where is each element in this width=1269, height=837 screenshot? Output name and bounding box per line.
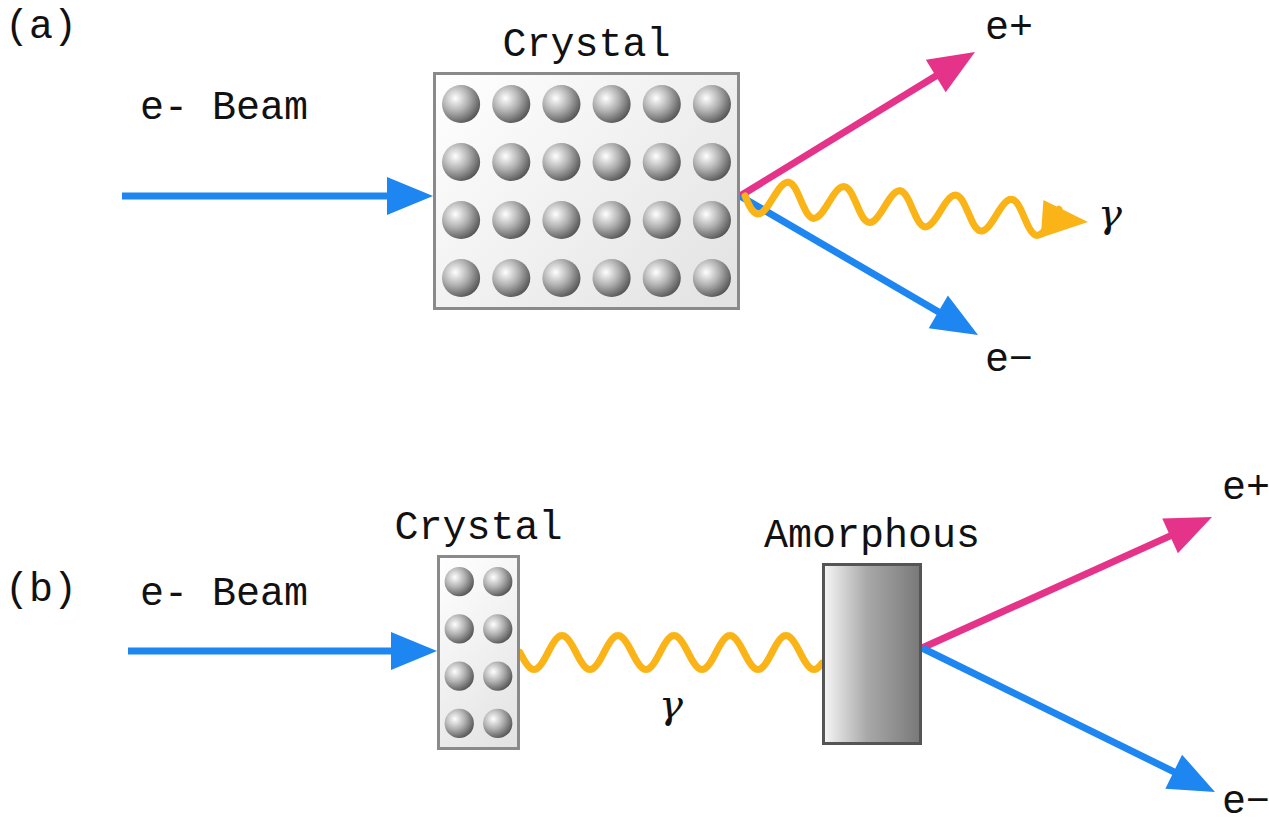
arrow-head xyxy=(926,52,975,92)
atom xyxy=(693,259,731,297)
crystal-lattice xyxy=(436,75,737,307)
edge-label: γ xyxy=(656,681,686,727)
particle-arrow xyxy=(922,648,1176,773)
atom xyxy=(593,85,631,123)
atom xyxy=(542,143,580,181)
particle-label: e- Beam xyxy=(140,86,308,132)
arrow-head xyxy=(929,295,978,335)
atom xyxy=(445,709,474,738)
particle-label: (b) xyxy=(5,568,77,614)
atom xyxy=(483,567,512,596)
atom xyxy=(693,201,731,239)
atom xyxy=(445,567,474,596)
atom xyxy=(492,143,530,181)
particle-label: e+ xyxy=(985,6,1033,52)
atom xyxy=(693,85,731,123)
atom xyxy=(445,614,474,643)
particle-label: (a) xyxy=(5,5,77,51)
atom xyxy=(492,201,530,239)
atom xyxy=(442,201,480,239)
atom xyxy=(492,259,530,297)
atom xyxy=(483,661,512,690)
atom xyxy=(483,614,512,643)
node-heading: Crystal xyxy=(502,23,670,69)
photon-wave xyxy=(520,636,822,670)
particle-label: e− xyxy=(1222,780,1269,826)
particle-label: γ xyxy=(1098,190,1122,236)
arrow-head xyxy=(387,177,433,215)
atom xyxy=(643,143,681,181)
atom xyxy=(643,85,681,123)
particle-arrow xyxy=(740,196,940,313)
particle-label: e- Beam xyxy=(140,572,308,618)
atom xyxy=(492,85,530,123)
particle-label: e+ xyxy=(1222,466,1269,512)
particle-label: e− xyxy=(985,338,1033,384)
atom xyxy=(445,661,474,690)
atom xyxy=(542,85,580,123)
atom xyxy=(483,709,512,738)
atom xyxy=(542,259,580,297)
atom xyxy=(693,143,731,181)
atom xyxy=(643,259,681,297)
crystal-lattice xyxy=(440,558,517,747)
node-heading: Amorphous xyxy=(764,514,980,560)
photon-wave-path xyxy=(520,636,822,670)
atom xyxy=(442,143,480,181)
atom xyxy=(593,143,631,181)
atom xyxy=(643,201,681,239)
particle-arrow xyxy=(128,648,393,655)
particle-arrow xyxy=(740,75,937,196)
atom xyxy=(593,259,631,297)
photon-arrow-head xyxy=(1041,200,1088,238)
atom xyxy=(542,201,580,239)
crystal-block: Crystal xyxy=(433,72,740,310)
atom xyxy=(593,201,631,239)
crystal-block: Crystal xyxy=(437,555,520,750)
particle-arrow xyxy=(122,193,389,200)
atom xyxy=(442,85,480,123)
amorphous-target: Amorphous xyxy=(822,563,922,745)
photon-wave xyxy=(745,182,1059,235)
arrow-head xyxy=(391,632,437,670)
atom xyxy=(442,259,480,297)
node-heading: Crystal xyxy=(394,506,562,552)
